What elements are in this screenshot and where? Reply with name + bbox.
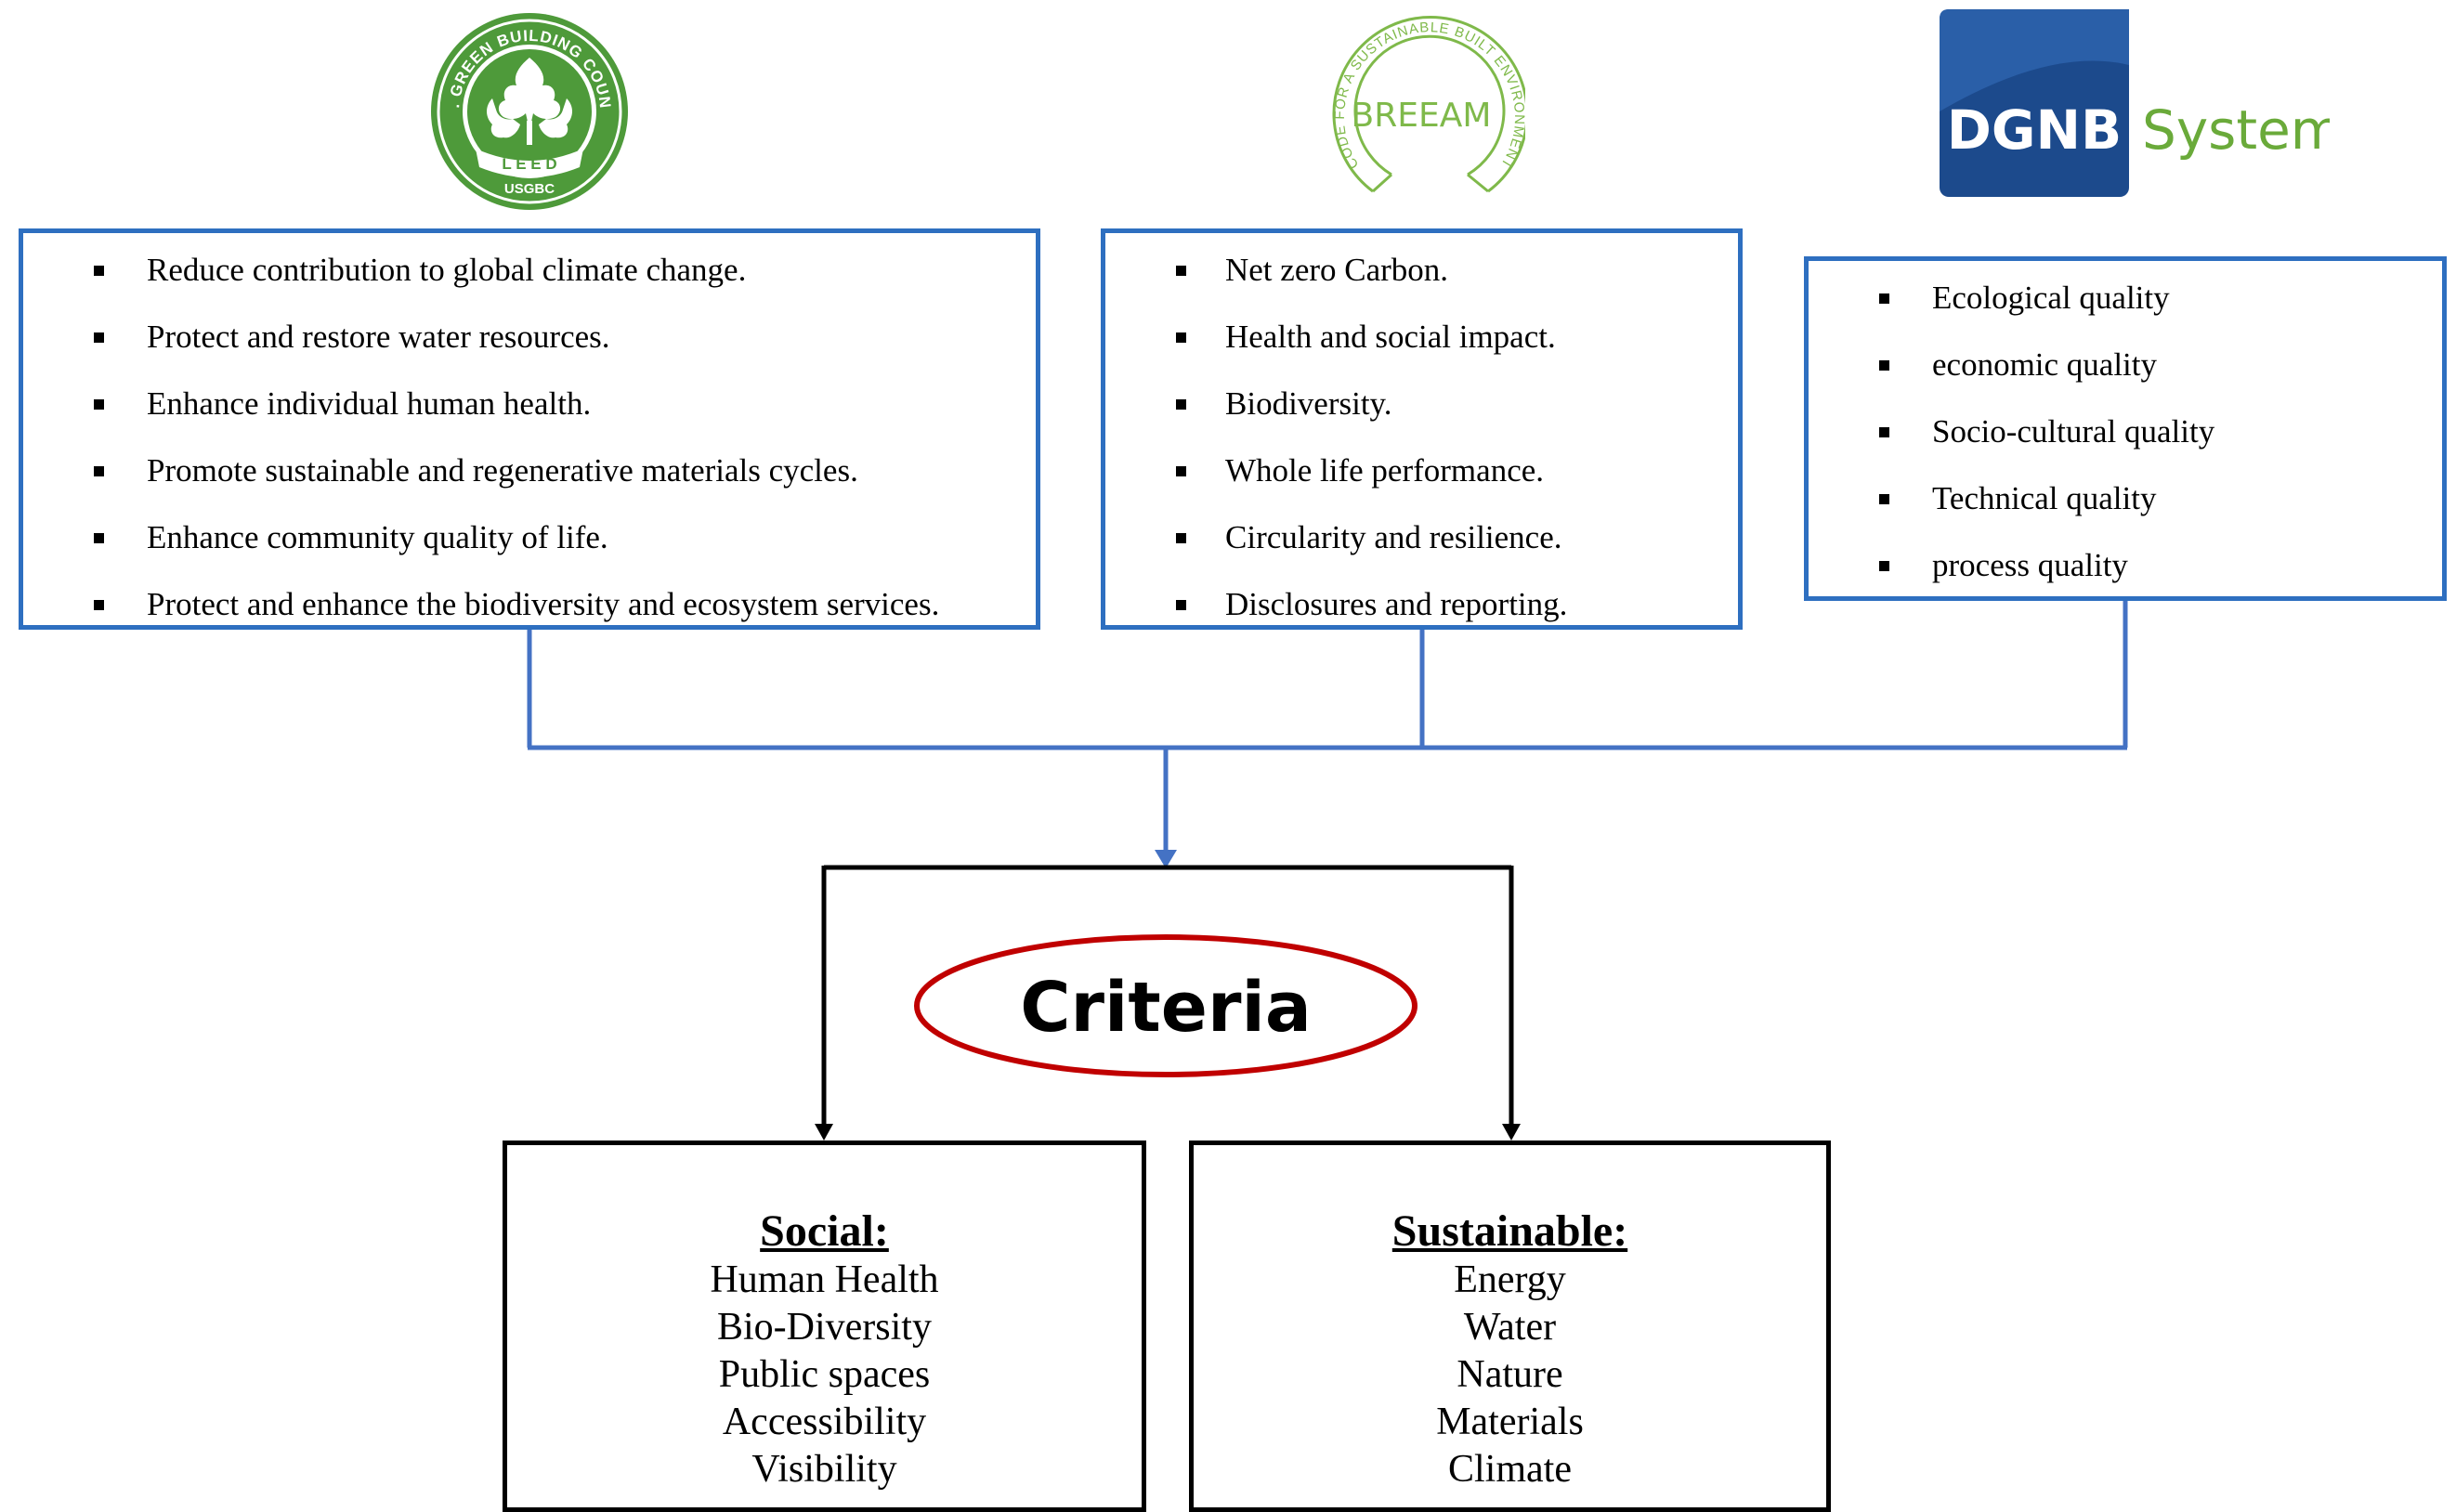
goal-text: Promote sustainable and regenerative mat… <box>147 452 858 489</box>
goal-text: Biodiversity. <box>1225 385 1392 422</box>
down-arrowhead <box>1155 850 1177 868</box>
goal-item: Ecological quality <box>1809 265 2442 332</box>
goal-item: process quality <box>1809 532 2442 599</box>
goal-item: economic quality <box>1809 332 2442 398</box>
criteria-item: Materials <box>1436 1401 1584 1443</box>
breeam-logo: CODE FOR A SUSTAINABLE BUILT ENVIRONMENT… <box>1317 9 1529 209</box>
bullet-icon <box>94 266 104 276</box>
social-arrowhead <box>815 1124 833 1141</box>
criteria-item: Human Health <box>710 1258 939 1301</box>
goal-text: Net zero Carbon. <box>1225 252 1449 288</box>
criteria-item: Bio-Diversity <box>717 1306 932 1349</box>
goal-text: Disclosures and reporting. <box>1225 586 1568 622</box>
criteria-item: Climate <box>1448 1448 1572 1491</box>
goal-text: Enhance individual human health. <box>147 385 592 422</box>
bullet-icon <box>1879 360 1889 371</box>
bullet-icon <box>1176 600 1186 610</box>
goal-text: economic quality <box>1932 346 2158 383</box>
goal-text: process quality <box>1932 547 2128 583</box>
bullet-icon <box>94 332 104 343</box>
goal-text: Protect and restore water resources. <box>147 319 610 355</box>
bullet-icon <box>94 600 104 610</box>
bullet-icon <box>1176 266 1186 276</box>
criteria-item: Public spaces <box>718 1353 931 1396</box>
leed-banner-text: L E E D <box>502 155 556 173</box>
goal-item: Protect and restore water resources. <box>23 304 1036 371</box>
leed-bottom-text: USGBC <box>504 181 555 197</box>
goal-text: Socio-cultural quality <box>1932 413 2215 450</box>
bullet-icon <box>94 533 104 543</box>
criteria-item: Nature <box>1457 1353 1563 1396</box>
sustainable-title: Sustainable: <box>1391 1206 1628 1256</box>
goal-text: Ecological quality <box>1932 280 2170 316</box>
goal-item: Promote sustainable and regenerative mat… <box>23 437 1036 504</box>
leed-logo: U.S. GREEN BUILDING COUNCIL L E E D USGB… <box>421 0 632 214</box>
dgnb-system-logo-icon: DGNB System <box>1940 9 2343 197</box>
sustainable-arrowhead <box>1502 1124 1521 1141</box>
leed-goals-list: Reduce contribution to global climate ch… <box>23 233 1036 638</box>
bullet-icon <box>1176 332 1186 343</box>
goal-item: Biodiversity. <box>1105 371 1738 437</box>
goal-text: Health and social impact. <box>1225 319 1556 355</box>
goal-item: Circularity and resilience. <box>1105 504 1738 571</box>
criteria-ellipse <box>914 934 1417 1077</box>
bullet-icon <box>94 399 104 410</box>
criteria-label: Criteria <box>1020 968 1312 1048</box>
bullet-icon <box>1879 561 1889 571</box>
breeam-logo-icon: CODE FOR A SUSTAINABLE BUILT ENVIRONMENT… <box>1332 16 1529 193</box>
goal-item: Socio-cultural quality <box>1809 398 2442 465</box>
goal-item: Net zero Carbon. <box>1105 237 1738 304</box>
goal-item: Enhance individual human health. <box>23 371 1036 437</box>
breeam-goals-list: Net zero Carbon. Health and social impact… <box>1105 233 1738 638</box>
dgnb-logo: DGNB System <box>1940 9 2343 197</box>
breeam-name: BREEAM <box>1352 97 1492 135</box>
bullet-icon <box>94 466 104 476</box>
goal-text: Enhance community quality of life. <box>147 519 608 555</box>
goal-text: Technical quality <box>1932 480 2157 516</box>
goal-item: Disclosures and reporting. <box>1105 571 1738 638</box>
criteria-item: Energy <box>1454 1258 1566 1301</box>
goal-item: Technical quality <box>1809 465 2442 532</box>
leed-goals-box: Reduce contribution to global climate ch… <box>19 228 1040 630</box>
criteria-item: Visibility <box>751 1448 897 1491</box>
bullet-icon <box>1879 494 1889 504</box>
goal-item: Whole life performance. <box>1105 437 1738 504</box>
criteria-item: Accessibility <box>722 1401 927 1443</box>
goal-text: Circularity and resilience. <box>1225 519 1562 555</box>
criteria-item: Water <box>1463 1306 1557 1349</box>
dgnb-badge-text: DGNB <box>1947 98 2123 162</box>
goal-item: Reduce contribution to global climate ch… <box>23 237 1036 304</box>
goal-item: Health and social impact. <box>1105 304 1738 371</box>
bullet-icon <box>1176 466 1186 476</box>
goal-text: Reduce contribution to global climate ch… <box>147 252 747 288</box>
usgbc-leed-logo-icon: U.S. GREEN BUILDING COUNCIL L E E D USGB… <box>421 0 628 210</box>
social-title: Social: <box>760 1206 889 1256</box>
bullet-icon <box>1176 399 1186 410</box>
goal-item: Enhance community quality of life. <box>23 504 1036 571</box>
bullet-icon <box>1879 293 1889 304</box>
bullet-icon <box>1176 533 1186 543</box>
dgnb-word-text: System <box>2142 98 2330 162</box>
goal-text: Protect and enhance the biodiversity and… <box>147 586 940 622</box>
goal-item: Protect and enhance the biodiversity and… <box>23 571 1036 638</box>
bullet-icon <box>1879 427 1889 437</box>
breeam-goals-box: Net zero Carbon. Health and social impact… <box>1101 228 1743 630</box>
goal-text: Whole life performance. <box>1225 452 1545 489</box>
